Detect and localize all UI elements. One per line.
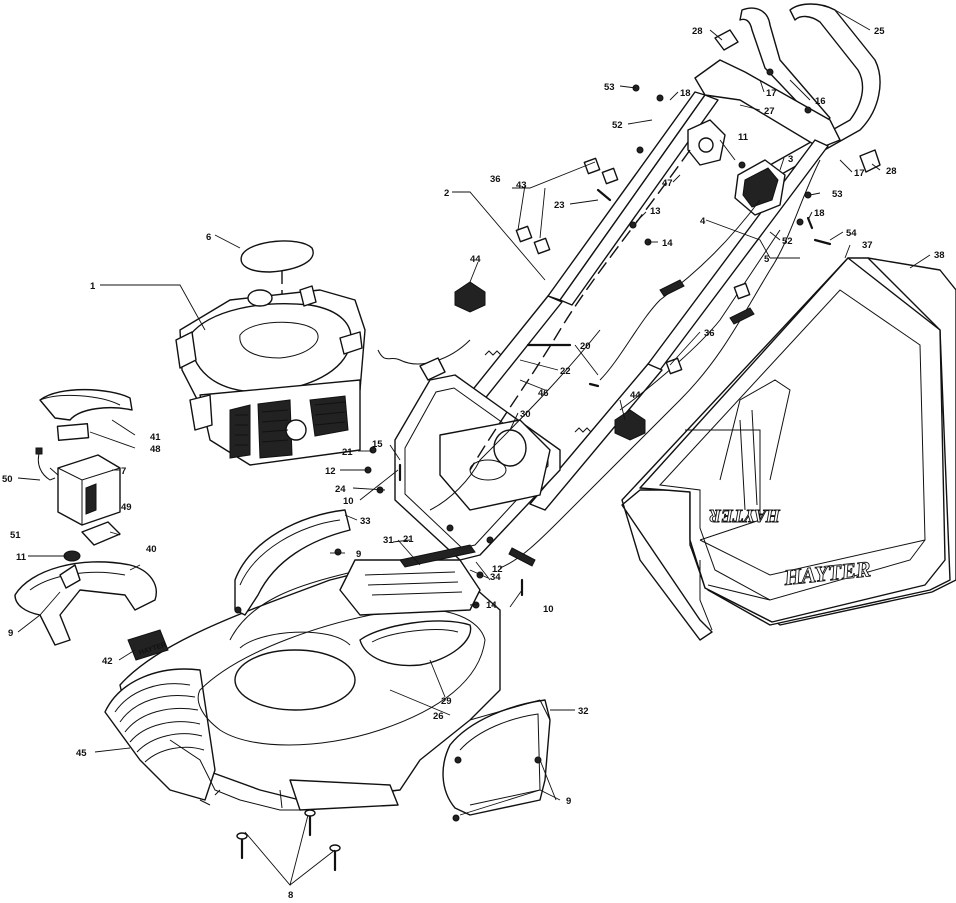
callout-22: 22 xyxy=(560,366,571,377)
callout-4: 4 xyxy=(700,216,706,227)
rear-flap xyxy=(442,699,551,822)
callout-30: 30 xyxy=(520,409,531,420)
callout-28-top: 28 xyxy=(692,26,703,37)
callout-13: 13 xyxy=(650,206,661,217)
callout-21-left: 21 xyxy=(342,447,353,458)
side-cover-part-41 xyxy=(39,388,133,421)
engine xyxy=(175,285,366,466)
callout-1: 1 xyxy=(90,281,96,292)
callout-31: 31 xyxy=(383,535,394,546)
leader-lines xyxy=(17,9,931,886)
pad-part-49 xyxy=(81,521,121,546)
grass-collector-box: HAYTER HAYTER xyxy=(621,257,956,641)
bolts-part-8 xyxy=(236,809,341,872)
rear-guard xyxy=(234,509,351,616)
callout-23: 23 xyxy=(554,200,565,211)
callout-44-left: 44 xyxy=(470,254,481,265)
grass-box-brand-text-mirrored: HAYTER xyxy=(709,506,781,526)
callout-17-right: 17 xyxy=(854,168,865,179)
engine-cover-cap xyxy=(240,240,314,273)
callout-40: 40 xyxy=(146,544,157,555)
callout-6: 6 xyxy=(206,232,211,243)
callout-42: 42 xyxy=(102,656,113,667)
callout-18-right: 18 xyxy=(814,208,825,219)
pad-part-48 xyxy=(56,423,90,441)
front-guard-part-40 xyxy=(14,561,157,646)
callout-54: 54 xyxy=(846,228,857,239)
callout-38: 38 xyxy=(934,250,945,261)
callout-20: 20 xyxy=(580,341,591,352)
callout-11-left: 11 xyxy=(16,552,27,563)
callout-34: 34 xyxy=(490,572,501,583)
callout-9-left: 9 xyxy=(8,628,13,639)
callout-53-right: 53 xyxy=(832,189,843,200)
callout-37: 37 xyxy=(862,240,873,251)
callout-17-top: 17 xyxy=(766,88,777,99)
callout-33: 33 xyxy=(360,516,371,527)
badge-part-42: HAYTER xyxy=(127,629,169,661)
callout-12-right: 12 xyxy=(492,564,503,575)
callout-16: 16 xyxy=(815,96,826,107)
callout-labels: 1 2 3 4 5 6 7 8 9 9 9 10 10 11 11 12 12 … xyxy=(2,26,945,901)
callout-36-right: 36 xyxy=(704,328,715,339)
callout-43: 43 xyxy=(516,180,527,191)
callout-32: 32 xyxy=(578,706,589,717)
callout-41: 41 xyxy=(150,432,161,443)
callout-45: 45 xyxy=(76,748,87,759)
callout-11-handle: 11 xyxy=(738,132,749,143)
callout-10-right: 10 xyxy=(543,604,554,615)
knob-part-51 xyxy=(63,550,81,562)
callout-2: 2 xyxy=(444,188,449,199)
callout-49: 49 xyxy=(121,502,132,513)
callout-50: 50 xyxy=(2,474,13,485)
callout-21-deck: 21 xyxy=(403,534,414,545)
callout-47: 47 xyxy=(662,178,673,189)
callout-52-right: 52 xyxy=(782,236,793,247)
callout-36-top: 36 xyxy=(490,174,501,185)
callout-7: 7 xyxy=(121,466,126,477)
callout-44-right: 44 xyxy=(630,390,641,401)
callout-14-handle: 14 xyxy=(662,238,673,249)
callout-29: 29 xyxy=(441,696,452,707)
callout-14-deck: 14 xyxy=(486,600,497,611)
callout-18-top: 18 xyxy=(680,88,691,99)
callout-3: 3 xyxy=(788,154,793,165)
callout-26: 26 xyxy=(433,711,444,722)
battery-part-7 xyxy=(57,454,121,526)
handle-assembly xyxy=(281,3,881,569)
callout-15: 15 xyxy=(372,439,383,450)
callout-51: 51 xyxy=(10,530,21,541)
callout-9-rear: 9 xyxy=(566,796,571,807)
callout-48: 48 xyxy=(150,444,161,455)
callout-25: 25 xyxy=(874,26,885,37)
callout-52-top: 52 xyxy=(612,120,623,131)
callout-53-top: 53 xyxy=(604,82,615,93)
callout-10-left: 10 xyxy=(343,496,354,507)
callout-8: 8 xyxy=(288,890,293,901)
callout-24: 24 xyxy=(335,484,346,495)
callout-28-right: 28 xyxy=(886,166,897,177)
callout-12-left: 12 xyxy=(325,466,336,477)
callout-9-deck: 9 xyxy=(356,549,361,560)
callout-46: 46 xyxy=(538,388,549,399)
callout-27: 27 xyxy=(764,106,775,117)
callout-5: 5 xyxy=(764,254,770,265)
mower-deck xyxy=(104,544,501,811)
